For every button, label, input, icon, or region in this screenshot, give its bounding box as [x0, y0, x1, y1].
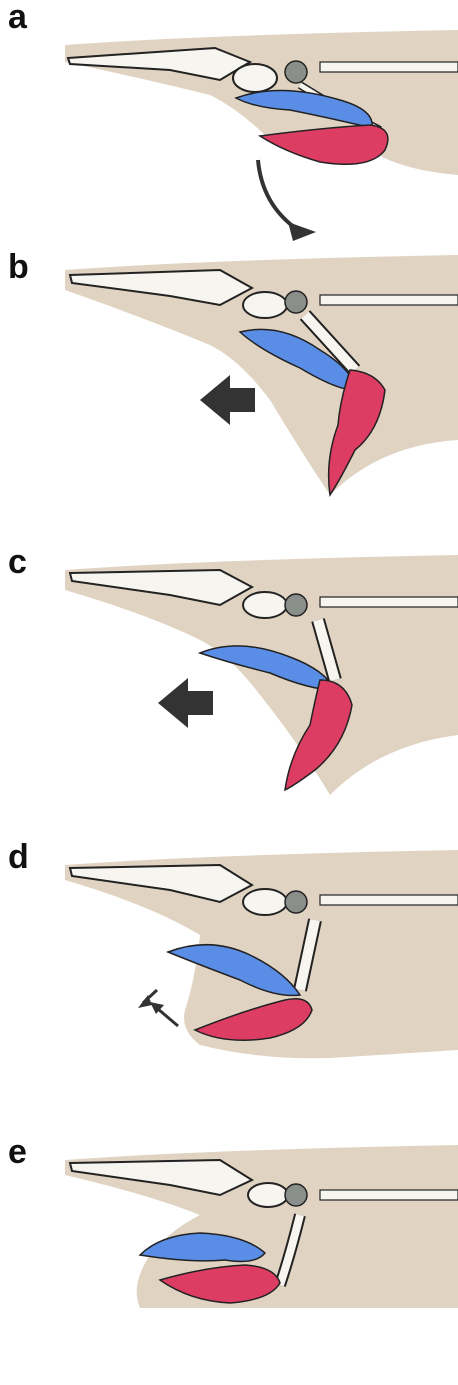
- panel-c: c: [0, 545, 458, 795]
- braincase: [243, 292, 287, 318]
- skull-diagram-b: [0, 250, 458, 500]
- eye-ball: [285, 291, 307, 313]
- curved-arrow-head: [288, 222, 316, 241]
- body-outline: [65, 255, 458, 495]
- panel-d: d: [0, 840, 458, 1090]
- skull-diagram-c: [0, 545, 458, 795]
- forward-arrow: [200, 375, 255, 425]
- curved-arrow: [258, 160, 298, 230]
- skull-diagram-d: [0, 840, 458, 1090]
- vertebral-column: [320, 295, 458, 305]
- panel-a: a: [0, 0, 458, 250]
- vertebral-column: [320, 597, 458, 607]
- panel-label: d: [8, 840, 29, 874]
- skull-diagram-a: [0, 0, 458, 250]
- skull-diagram-e: [0, 1135, 458, 1308]
- eye-ball: [285, 61, 307, 83]
- eye-ball: [285, 891, 307, 913]
- vertebral-column: [320, 62, 458, 72]
- braincase: [243, 889, 287, 915]
- eye-ball: [285, 594, 307, 616]
- panel-label: a: [8, 0, 27, 34]
- braincase: [248, 1183, 288, 1207]
- eye-ball: [285, 1184, 307, 1206]
- open-arrow-down: [158, 1009, 178, 1026]
- panel-b: b: [0, 250, 458, 500]
- body-outline: [65, 555, 458, 795]
- forward-arrow: [158, 678, 213, 728]
- vertebral-column: [320, 1190, 458, 1200]
- braincase: [243, 592, 287, 618]
- panel-e: e: [0, 1135, 458, 1385]
- panel-label: b: [8, 250, 29, 284]
- braincase: [233, 64, 277, 92]
- panel-label: c: [8, 545, 27, 579]
- panel-label: e: [8, 1135, 27, 1169]
- vertebral-column: [320, 895, 458, 905]
